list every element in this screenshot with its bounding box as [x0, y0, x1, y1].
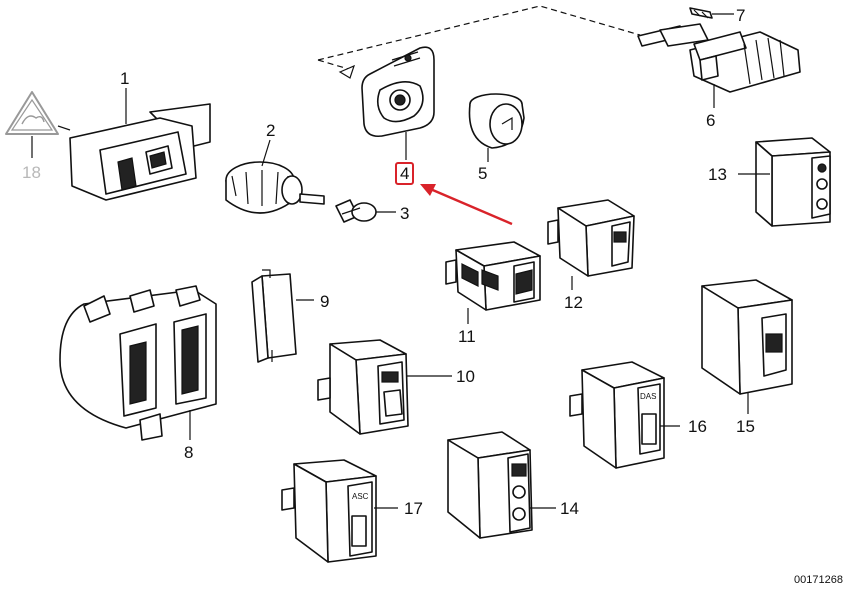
- label-part-3[interactable]: 3: [400, 204, 410, 223]
- part-11-switch[interactable]: [445, 241, 541, 311]
- part-18-warning-label[interactable]: [5, 91, 59, 135]
- part-4-cover-bezel[interactable]: [361, 46, 435, 138]
- label-part-1[interactable]: 1: [120, 69, 130, 88]
- part-1-window-switch[interactable]: [69, 103, 211, 201]
- das-legend: DAS: [640, 392, 657, 401]
- part-5-knob-cap[interactable]: [468, 93, 525, 149]
- label-part-17[interactable]: 17: [404, 499, 423, 518]
- part-2-rotary-switch[interactable]: [225, 161, 325, 214]
- dashed-connector-end: [317, 59, 353, 71]
- label-part-5[interactable]: 5: [478, 164, 488, 183]
- label-part-4-highlighted[interactable]: 4: [395, 162, 415, 185]
- label-part-8[interactable]: 8: [184, 443, 194, 462]
- part-12-switch[interactable]: [547, 199, 635, 277]
- highlight-arrow-head-icon: [420, 184, 436, 196]
- part-16-switch[interactable]: [569, 361, 665, 469]
- label-part-2[interactable]: 2: [266, 121, 276, 140]
- child-lock-icon: [21, 115, 45, 125]
- part-14-switch[interactable]: [447, 431, 533, 539]
- part-6-pedal-switch[interactable]: [637, 23, 801, 93]
- dashed-connector: [317, 5, 641, 61]
- label-part-6[interactable]: 6: [706, 111, 716, 130]
- part-13-switch[interactable]: [755, 137, 831, 227]
- drawing-code: 00171268: [794, 574, 843, 586]
- part-9-cover-strip[interactable]: [251, 269, 297, 363]
- part-8-switch-housing[interactable]: [59, 285, 217, 441]
- part-3-screw[interactable]: [335, 199, 377, 223]
- label-part-16[interactable]: 16: [688, 417, 707, 436]
- arrow-hollow-icon: [338, 64, 355, 79]
- part-10-switch[interactable]: [317, 339, 409, 435]
- label-part-7[interactable]: 7: [736, 6, 746, 25]
- label-part-11[interactable]: 11: [458, 327, 476, 346]
- label-part-18-inactive[interactable]: 18: [22, 163, 41, 182]
- label-part-15[interactable]: 15: [736, 417, 755, 436]
- label-part-14[interactable]: 14: [560, 499, 579, 518]
- highlight-arrow: [427, 186, 513, 226]
- part-17-switch[interactable]: [281, 459, 377, 563]
- label-part-9[interactable]: 9: [320, 292, 330, 311]
- label-part-10[interactable]: 10: [456, 367, 475, 386]
- part-7-clip[interactable]: [689, 7, 713, 19]
- part-15-switch[interactable]: [701, 279, 793, 395]
- label-part-13[interactable]: 13: [708, 165, 727, 184]
- label-part-12[interactable]: 12: [564, 293, 583, 312]
- asc-legend: ASC: [352, 492, 369, 501]
